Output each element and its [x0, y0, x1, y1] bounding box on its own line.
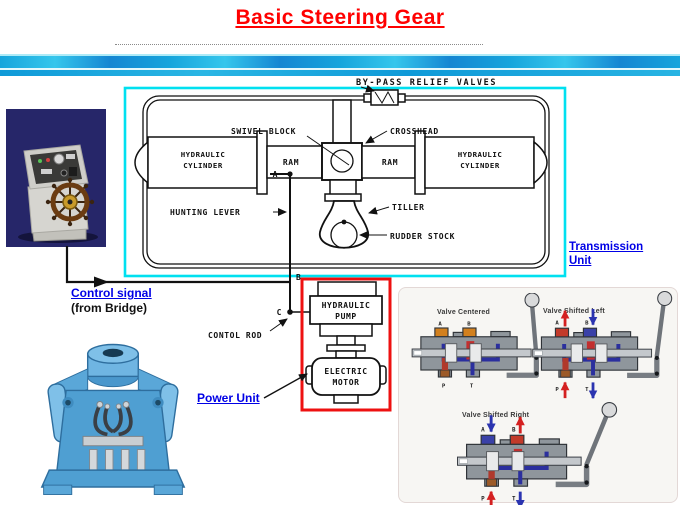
svg-text:HYDRAULIC: HYDRAULIC	[458, 150, 503, 159]
port-a-label: A	[555, 321, 559, 327]
port-p-label: P	[481, 497, 485, 503]
svg-text:CYLINDER: CYLINDER	[183, 161, 223, 170]
transmission-unit-link[interactable]: Transmission Unit	[569, 241, 644, 267]
port-b-label: B	[467, 321, 471, 327]
port-t-label: T	[512, 497, 516, 503]
console-green-light	[38, 159, 42, 163]
port-p-label: P	[555, 387, 559, 393]
point-c-label: C	[277, 308, 282, 317]
port-t-label: T	[585, 387, 589, 393]
console-gauge	[53, 153, 65, 165]
transmission-unit-frame	[123, 86, 567, 278]
valve-shifted-right-title: Valve Shifted Right	[462, 412, 530, 419]
hydraulic-hoses	[93, 403, 133, 437]
tiller-label: TILLER	[392, 203, 425, 212]
left-cylinder-cap	[134, 140, 149, 185]
power-unit-pointer	[263, 373, 308, 399]
ships-wheel	[45, 177, 95, 227]
bypass-relief-valve	[363, 89, 406, 106]
valve-shifted-right-figure: A B P T	[457, 402, 618, 505]
crosshead-label: CROSSHEAD	[390, 127, 439, 136]
svg-text:RAM: RAM	[382, 158, 398, 167]
banner-bar-bottom	[0, 70, 680, 76]
port-b-label: B	[512, 428, 516, 434]
valve-shifted-left-figure: A B P T	[532, 290, 673, 400]
from-bridge-label: (from Bridge)	[71, 301, 147, 315]
contol-rod-label: CONTOL ROD	[208, 331, 262, 340]
svg-text:HYDRAULIC: HYDRAULIC	[181, 150, 226, 159]
control-signal-arrowhead	[94, 276, 109, 288]
point-a-label: A	[273, 170, 278, 179]
valve-centered-title: Valve Centered	[437, 309, 490, 316]
valve-shifted-left-title: Valve Shifted Left	[543, 308, 605, 315]
actuator-photo	[40, 343, 186, 495]
port-p-label: P	[442, 384, 446, 390]
bypass-label: BY-PASS RELIEF VALVES	[356, 78, 497, 88]
right-cylinder-cap	[533, 140, 548, 185]
port-t-label: T	[470, 384, 474, 390]
swivel-block-pin	[330, 149, 354, 173]
lever-ball	[601, 402, 618, 418]
fine-print-line	[115, 44, 483, 45]
svg-text:ELECTRIC: ELECTRIC	[324, 367, 367, 376]
power-unit-box	[300, 277, 392, 412]
steering-console-photo	[6, 109, 106, 247]
steering-gear-schematic: HYDRAULIC CYLINDER RAM RAM HYDRAULIC CYL…	[65, 78, 567, 412]
lever-ball	[657, 290, 673, 307]
lever-ball	[524, 293, 540, 308]
svg-text:MOTOR: MOTOR	[332, 378, 359, 387]
electric-motor-figure: ELECTRIC MOTOR	[305, 357, 387, 404]
port-b-label: B	[585, 321, 589, 327]
control-signal-link[interactable]: Control signal	[71, 286, 152, 300]
port-a-label: A	[481, 428, 485, 434]
port-a-label: A	[438, 321, 442, 327]
crosshead-block	[321, 142, 363, 181]
point-b-label: B	[296, 273, 301, 282]
swivel-block-label: SWIVEL BLOCK	[231, 127, 296, 136]
banner-bar-top	[0, 54, 680, 70]
valve-centered-figure: A B P T	[411, 293, 540, 390]
hydraulic-pump-figure: HYDRAULIC PUMP	[309, 281, 383, 359]
control-signal-line	[65, 246, 290, 284]
svg-text:HYDRAULIC: HYDRAULIC	[322, 301, 371, 310]
left-hydraulic-cylinder	[147, 136, 258, 189]
console-red-light	[46, 158, 50, 162]
svg-text:CYLINDER: CYLINDER	[460, 161, 500, 170]
page-title: Basic Steering Gear	[235, 6, 445, 29]
power-unit-link[interactable]: Power Unit	[197, 391, 260, 405]
hunting-lever-label: HUNTING LEVER	[170, 208, 240, 217]
right-ram	[361, 145, 416, 179]
svg-text:RAM: RAM	[283, 158, 299, 167]
svg-text:PUMP: PUMP	[335, 312, 357, 321]
rudder-stock-label: RUDDER STOCK	[390, 232, 455, 241]
